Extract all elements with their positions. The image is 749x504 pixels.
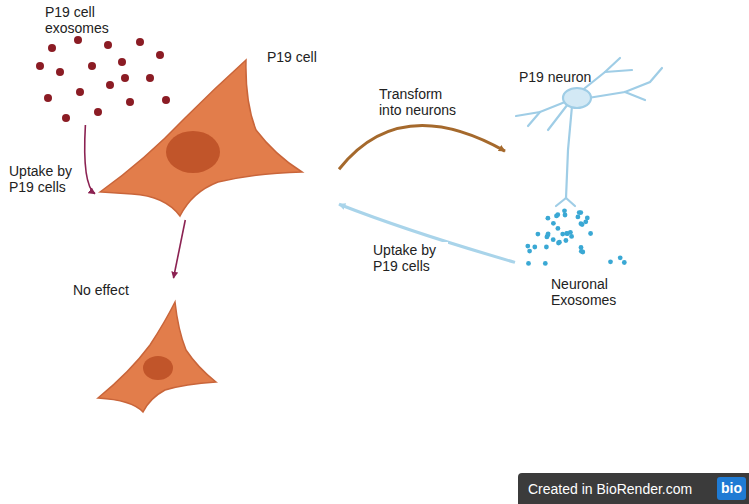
node-label: Neuronal Exosomes xyxy=(551,276,631,308)
cell-node: P19 cell xyxy=(95,45,339,220)
no-effect-cell-shape xyxy=(98,302,216,412)
arrow-connector xyxy=(339,125,505,169)
neuron-node: P19 neuron xyxy=(505,55,670,210)
neuron-shape xyxy=(516,58,662,206)
arrow-connector xyxy=(174,220,186,278)
node-label: P19 cell xyxy=(267,49,337,65)
edge-label: Uptake by P19 cells xyxy=(372,242,448,274)
edge-label: Transform into neurons xyxy=(378,86,468,118)
exosome-cluster: Neuronal Exosomes xyxy=(515,200,635,320)
p19-cell-shape xyxy=(100,60,302,216)
arrow-connector xyxy=(85,125,95,194)
node-label: P19 cell exosomes xyxy=(45,4,125,36)
edge-label: Uptake by P19 cells xyxy=(8,163,80,195)
p19-exosome-dots xyxy=(36,36,170,122)
cell-node: No effect xyxy=(70,278,220,414)
node-label: P19 neuron xyxy=(519,69,599,85)
exosome-cluster: P19 cell exosomes xyxy=(35,0,175,125)
neuronal-exosome-dots xyxy=(525,208,626,265)
watermark-bar: Created in BioRender.com bio xyxy=(518,473,749,504)
watermark-logo: bio xyxy=(717,477,746,500)
watermark-text: Created in BioRender.com xyxy=(528,481,692,497)
node-label: No effect xyxy=(73,282,153,298)
